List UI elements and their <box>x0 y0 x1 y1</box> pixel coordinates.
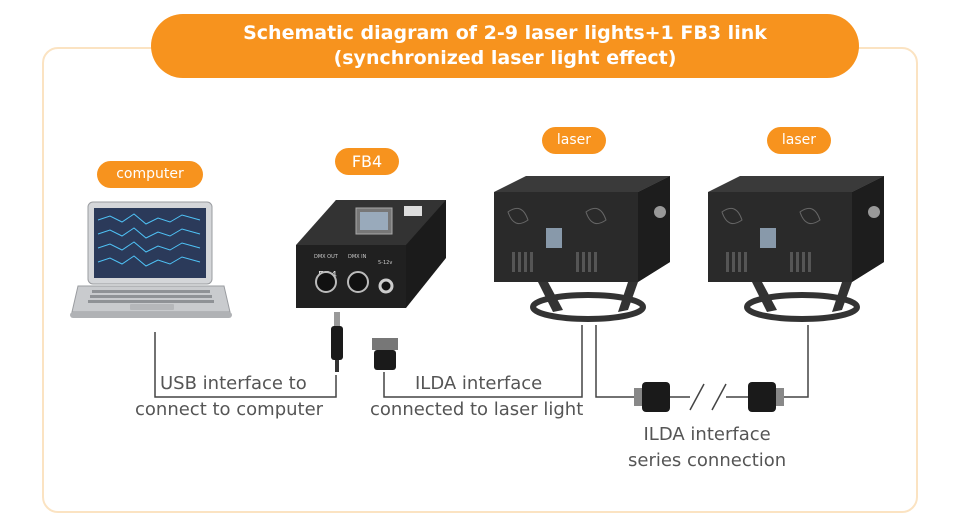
usb-plug-icon <box>331 312 343 372</box>
laser-light-1 <box>488 172 688 331</box>
title-line-1: Schematic diagram of 2-9 laser lights+1 … <box>243 22 767 44</box>
power-label: 5-12v <box>378 260 392 266</box>
ilda-interface-label: ILDA interface connected to laser light <box>370 371 583 423</box>
fb4-device-icon: FB4 DMX OUT DMX IN 5-12v <box>296 200 446 308</box>
laptop-icon <box>70 201 232 318</box>
series-connection-label: ILDA interface series connection <box>628 422 786 474</box>
laser-light-2 <box>702 172 902 331</box>
tag-laser-1: laser <box>542 127 606 154</box>
fb4-controller: FB4 DMX OUT DMX IN 5-12v <box>296 190 456 334</box>
laser-projector-icon <box>708 176 884 322</box>
db25-connector-icon <box>634 382 670 412</box>
ilda-connector-fb4 <box>370 338 400 378</box>
ilda-label-line-2: connected to laser light <box>370 399 584 420</box>
dmx-out-label: DMX OUT <box>314 254 339 260</box>
ilda-series-connector-right <box>748 380 788 418</box>
laptop-computer <box>70 200 232 336</box>
title-line-2: (synchronized laser light effect) <box>333 47 677 69</box>
tag-laser-2: laser <box>767 127 831 154</box>
dmx-in-label: DMX IN <box>348 254 367 260</box>
laser-projector-icon <box>494 176 670 322</box>
usb-label-line-1: USB interface to <box>160 373 307 394</box>
ilda-series-connector-left <box>634 380 674 418</box>
ilda-label-line-1: ILDA interface <box>415 373 543 394</box>
series-label-line-1: ILDA interface <box>643 424 771 445</box>
tag-computer: computer <box>97 161 203 188</box>
title-banner: Schematic diagram of 2-9 laser lights+1 … <box>151 14 859 78</box>
usb-interface-label: USB interface to connect to computer <box>135 371 323 423</box>
usb-label-line-2: connect to computer <box>135 399 324 420</box>
db25-connector-icon <box>372 338 398 370</box>
db25-connector-icon <box>748 382 784 412</box>
tag-fb4: FB4 <box>335 148 399 175</box>
usb-plug <box>328 312 346 380</box>
series-label-line-2: series connection <box>628 450 787 471</box>
